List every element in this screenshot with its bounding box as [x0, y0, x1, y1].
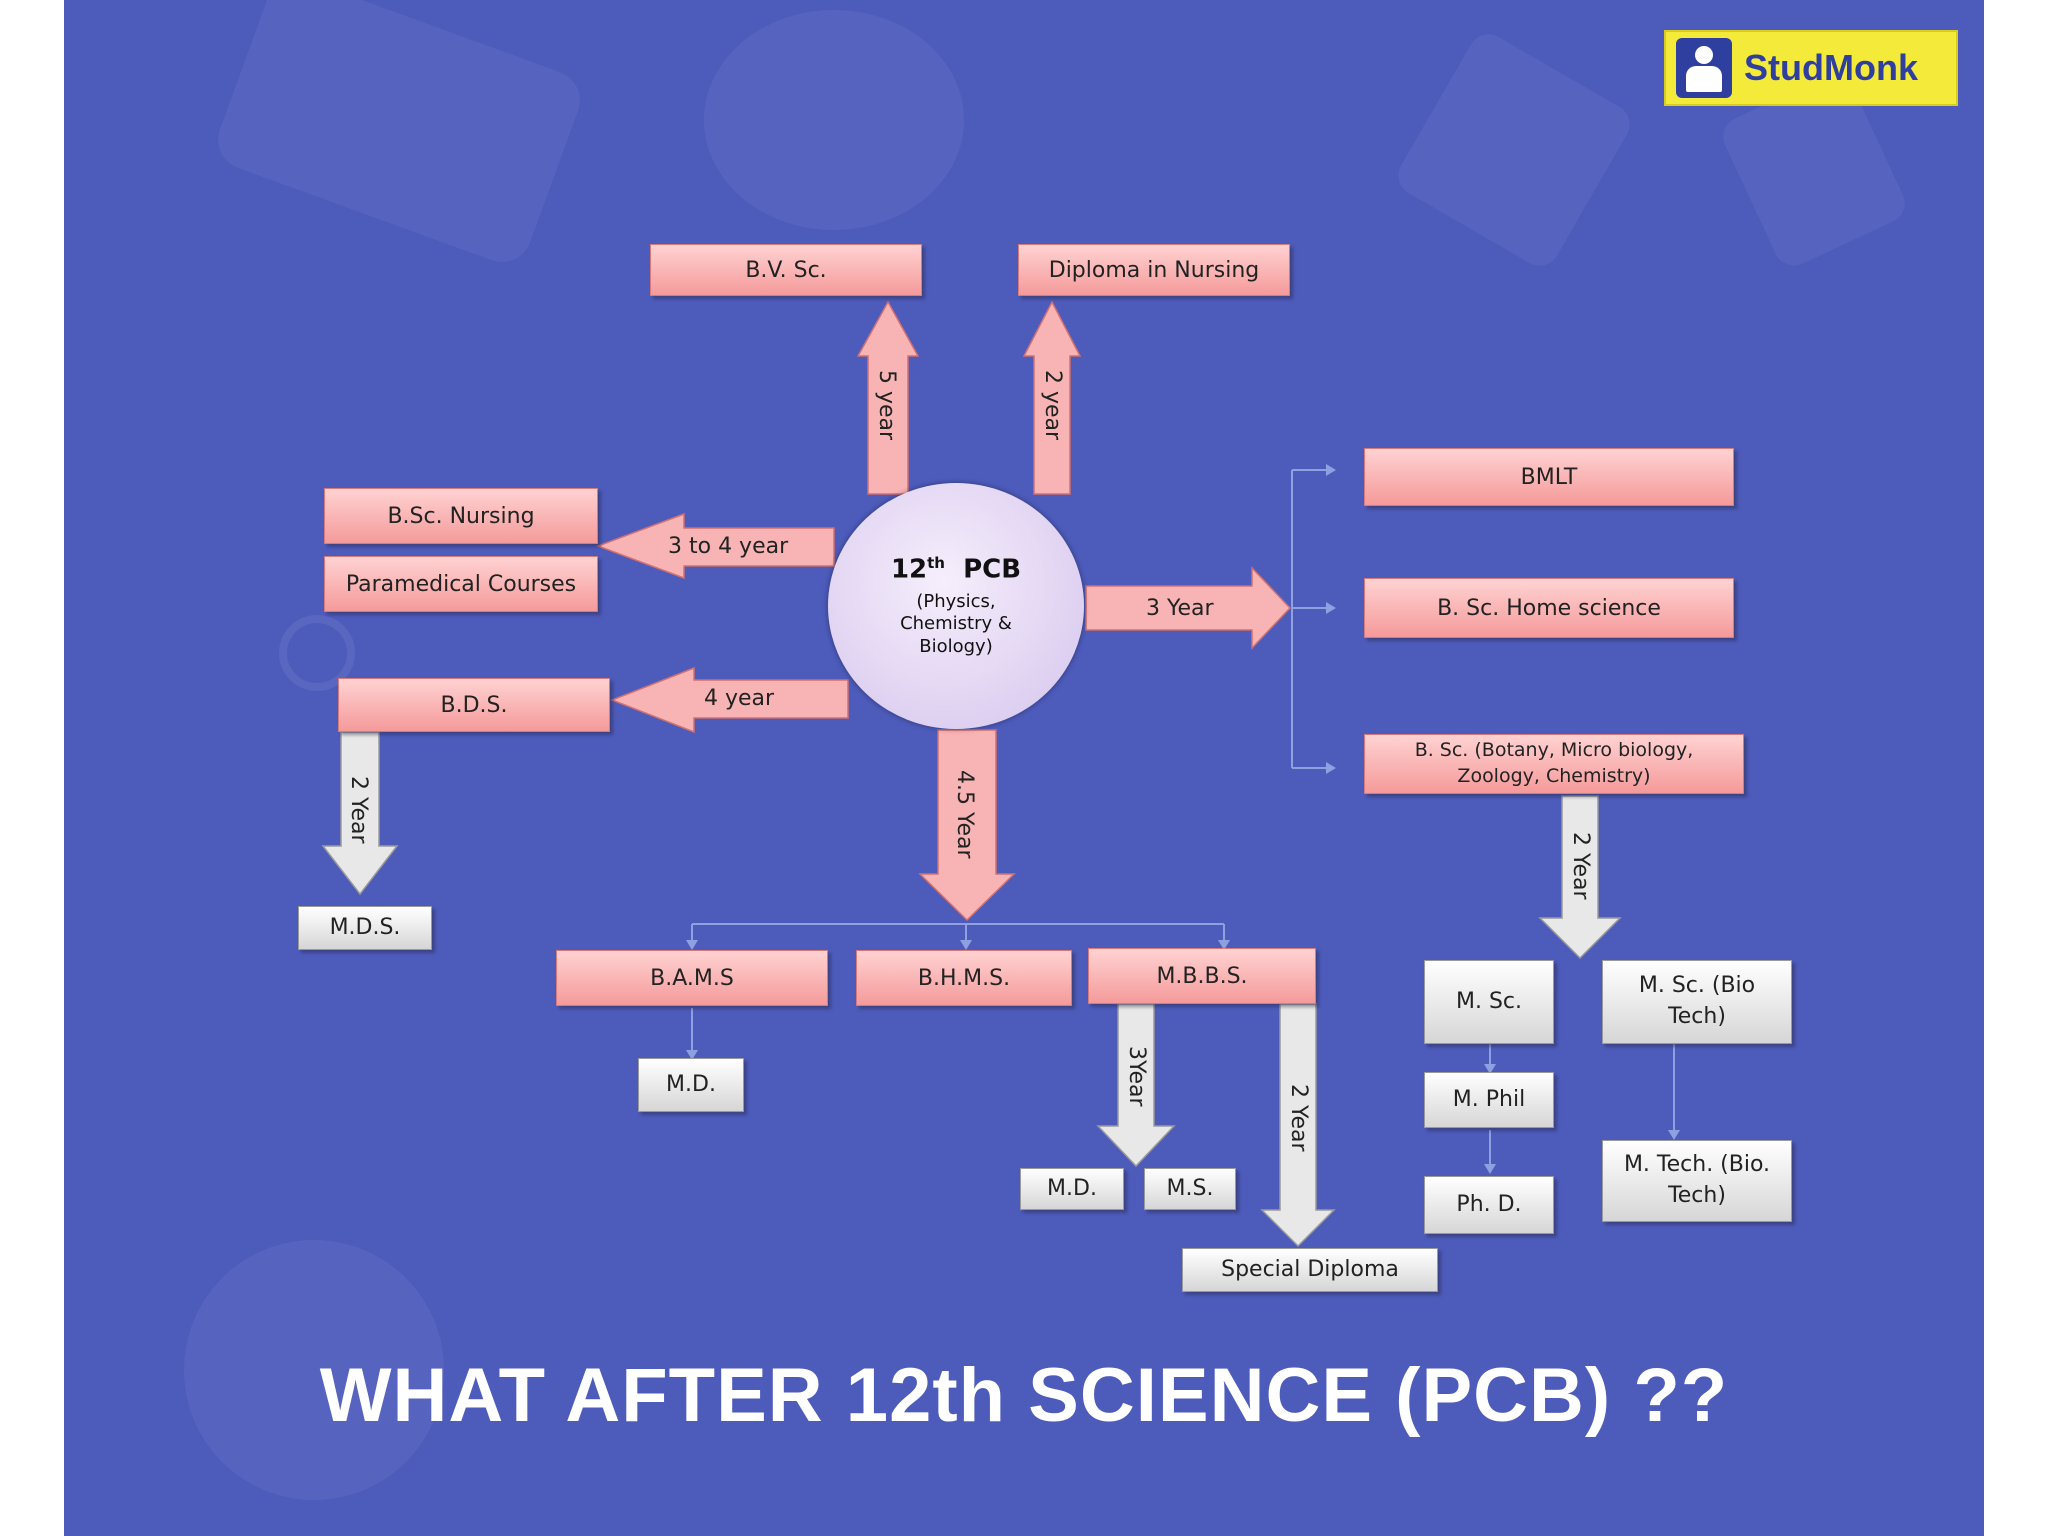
box-msc-biotech-line1: M. Sc. (Bio — [1638, 973, 1756, 999]
box-msc: M. Sc. — [1424, 960, 1554, 1044]
beaker-decoration — [184, 1240, 444, 1500]
box-mds: M.D.S. — [298, 906, 432, 950]
label-diploma-nursing-duration: 2 year — [1040, 370, 1065, 441]
arrow-mbbs-to-special-diploma — [1260, 1003, 1336, 1248]
box-phd: Ph. D. — [1424, 1176, 1554, 1234]
box-mtech-biotech: M. Tech. (Bio. Tech) — [1602, 1140, 1792, 1222]
center-title: 12th PCB — [890, 553, 1022, 585]
label-bvsc-duration: 5 year — [874, 370, 899, 441]
arrow-to-bsc-group — [1085, 566, 1292, 650]
box-msc-biotech: M. Sc. (Bio Tech) — [1602, 960, 1792, 1044]
label-bsc-nursing-duration: 3 to 4 year — [668, 534, 789, 559]
arrow-to-diploma-nursing — [1022, 300, 1082, 495]
box-bvsc: B.V. Sc. — [650, 244, 922, 296]
box-bsc-botany: B. Sc. (Botany, Micro biology, Zoology, … — [1364, 734, 1744, 794]
box-bams: B.A.M.S — [556, 950, 828, 1006]
box-md-mbbs: M.D. — [1020, 1168, 1124, 1210]
logo-name: StudMonk — [1744, 47, 1918, 88]
box-msc-biotech-line2: Tech) — [1668, 1004, 1726, 1029]
label-bsc-masters-duration: 2 Year — [1568, 832, 1593, 900]
box-md-bams: M.D. — [638, 1058, 744, 1112]
box-bhms: B.H.M.S. — [856, 950, 1072, 1006]
box-mtech-biotech-line1: M. Tech. (Bio. — [1623, 1152, 1771, 1178]
label-bds-duration: 4 year — [704, 686, 775, 711]
arrow-to-bsc-nursing — [595, 512, 835, 580]
arrow-mbbs-to-md — [1096, 1003, 1176, 1168]
arrow-to-bds — [609, 666, 849, 734]
box-mphil: M. Phil — [1424, 1072, 1554, 1128]
arrow-to-bsc-masters — [1538, 795, 1622, 960]
label-medical-group-duration: 4.5 Year — [952, 770, 977, 859]
box-bmlt: BMLT — [1364, 448, 1734, 506]
center-subtitle: (Physics, Chemistry & Biology) — [900, 590, 1012, 657]
label-bsc-group-duration: 3 Year — [1146, 596, 1214, 621]
box-mbbs: M.B.B.S. — [1088, 948, 1316, 1004]
box-special-diploma: Special Diploma — [1182, 1248, 1438, 1292]
arrow-to-bvsc — [856, 300, 920, 495]
circle-decoration — [279, 615, 355, 691]
box-ms: M.S. — [1144, 1168, 1236, 1210]
arrow-to-mds — [321, 731, 399, 896]
page-caption: WHAT AFTER 12th SCIENCE (PCB) ?? — [319, 1353, 1729, 1438]
label-mbbs-md-duration: 3Year — [1124, 1046, 1149, 1107]
box-bsc-home: B. Sc. Home science — [1364, 578, 1734, 638]
diagram-canvas: StudMonk — [64, 0, 1984, 1536]
box-bsc-nursing: B.Sc. Nursing — [324, 488, 598, 544]
label-mds-duration: 2 Year — [346, 776, 371, 844]
center-node-12th-pcb: 12th PCB (Physics, Chemistry & Biology) — [828, 483, 1084, 729]
student-icon — [1676, 38, 1732, 98]
arrows-layer — [321, 300, 1680, 1248]
box-bsc-botany-line1: B. Sc. (Botany, Micro biology, — [1414, 739, 1694, 762]
box-bsc-botany-line2: Zoology, Chemistry) — [1457, 765, 1651, 787]
box-diploma-nursing: Diploma in Nursing — [1018, 244, 1290, 296]
label-mbbs-special-duration: 2 Year — [1286, 1084, 1311, 1152]
box-paramedical: Paramedical Courses — [324, 556, 598, 612]
arrow-to-medical-group — [918, 729, 1016, 922]
box-mtech-biotech-line2: Tech) — [1668, 1183, 1726, 1208]
studmonk-logo: StudMonk — [1664, 30, 1958, 106]
box-bds: B.D.S. — [338, 678, 610, 732]
heart-decoration — [704, 10, 964, 230]
